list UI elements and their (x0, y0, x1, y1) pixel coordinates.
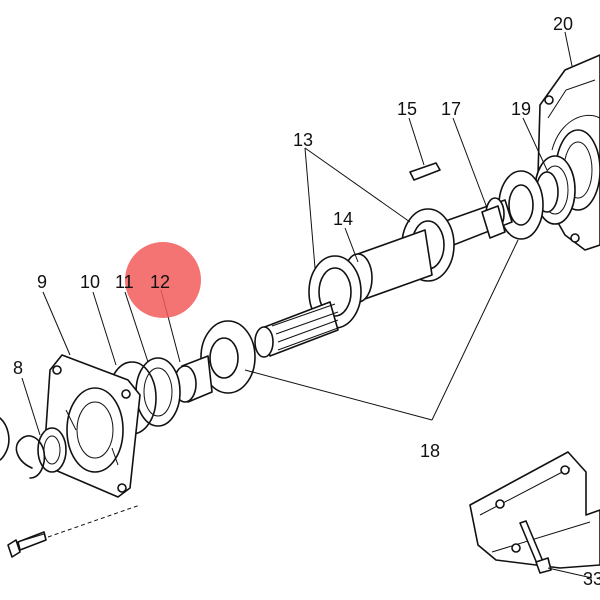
callout-10[interactable]: 10 (80, 272, 100, 292)
circlip-left[interactable] (15, 435, 46, 479)
callout-14[interactable]: 14 (333, 209, 353, 229)
callout-9[interactable]: 9 (37, 272, 47, 292)
callout-12[interactable]: 12 (150, 272, 170, 292)
callout-labels: 8 9 10 11 12 13 14 15 17 18 19 20 33 (13, 14, 600, 589)
seal-disc[interactable] (200, 320, 256, 394)
bolt[interactable] (7, 531, 47, 558)
callout-17[interactable]: 17 (441, 99, 461, 119)
callout-13[interactable]: 13 (293, 130, 313, 150)
callout-11[interactable]: 11 (115, 272, 134, 292)
callout-33[interactable]: 33 (583, 569, 600, 589)
assembly-axis-lines (47, 504, 141, 538)
highlight-marker (125, 242, 201, 318)
bracket-part-33[interactable] (469, 451, 600, 574)
splined-shaft[interactable] (254, 301, 339, 358)
callout-19[interactable]: 19 (511, 99, 531, 119)
spacer-part-12[interactable] (173, 355, 213, 403)
callout-18[interactable]: 18 (420, 441, 440, 461)
flange-housing-part-9[interactable] (43, 354, 141, 498)
callout-8[interactable]: 8 (13, 358, 23, 378)
partial-ring-left-edge (0, 417, 10, 461)
callout-15[interactable]: 15 (397, 99, 417, 119)
key-part-15[interactable] (409, 162, 441, 181)
seal-ring-part-8[interactable] (37, 427, 67, 473)
bearing-part-11[interactable] (135, 357, 181, 427)
callout-20[interactable]: 20 (553, 14, 573, 34)
leader-lines (21, 31, 593, 579)
